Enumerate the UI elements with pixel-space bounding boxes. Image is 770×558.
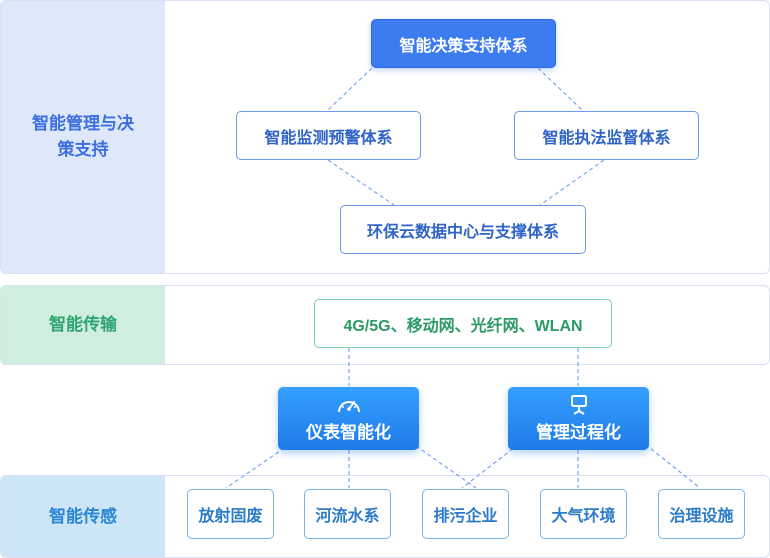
monitor-stand-icon: [570, 395, 587, 415]
monitoring-warning-node: 智能监测预警体系: [236, 111, 421, 160]
instrument-intelligence-label: 仪表智能化: [306, 423, 391, 442]
management-process-label: 管理过程化: [536, 423, 621, 442]
decision-layer-label: 智能管理与决策支持: [1, 1, 165, 273]
radioactive-solid-waste-node: 放射固废: [187, 489, 274, 539]
polluting-enterprises-node: 排污企业: [422, 489, 509, 539]
transport-layer: 智能传输: [0, 285, 770, 365]
transport-layer-label: 智能传输: [1, 286, 165, 364]
sensing-layer-label: 智能传感: [1, 476, 165, 557]
cloud-data-center-node: 环保云数据中心与支撑体系: [340, 205, 586, 254]
management-process-node: 管理过程化: [508, 387, 649, 450]
network-node: 4G/5G、移动网、光纤网、WLAN: [314, 299, 612, 348]
instrument-intelligence-node: 仪表智能化: [278, 387, 419, 450]
air-environment-node: 大气环境: [540, 489, 627, 539]
gauge-icon: [337, 401, 360, 413]
treatment-facilities-node: 治理设施: [658, 489, 745, 539]
rivers-water-node: 河流水系: [304, 489, 391, 539]
decision-support-system-node: 智能决策支持体系: [371, 19, 556, 68]
enforcement-supervision-node: 智能执法监督体系: [514, 111, 699, 160]
